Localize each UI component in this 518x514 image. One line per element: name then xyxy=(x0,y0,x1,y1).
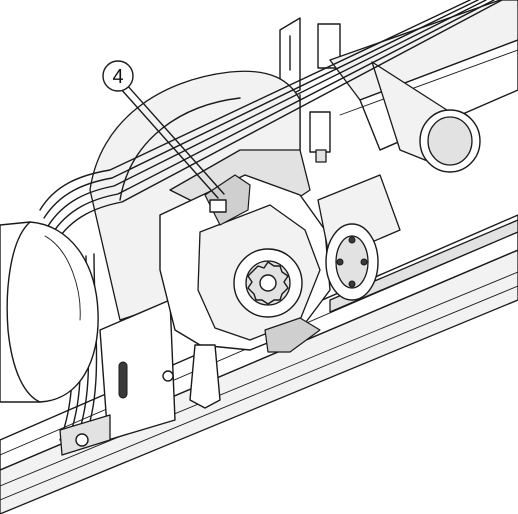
coupling-flange xyxy=(317,174,401,301)
main-motor xyxy=(0,221,99,403)
motor-bracket xyxy=(204,174,251,226)
callout-4-label: 4 xyxy=(112,66,123,88)
hanging-bracket xyxy=(299,94,331,163)
gear-housing xyxy=(59,299,176,456)
gearbox xyxy=(159,149,331,409)
callout-4: 4 xyxy=(102,60,225,199)
secondary-motor xyxy=(371,61,481,173)
callout-4-circle xyxy=(102,60,134,92)
